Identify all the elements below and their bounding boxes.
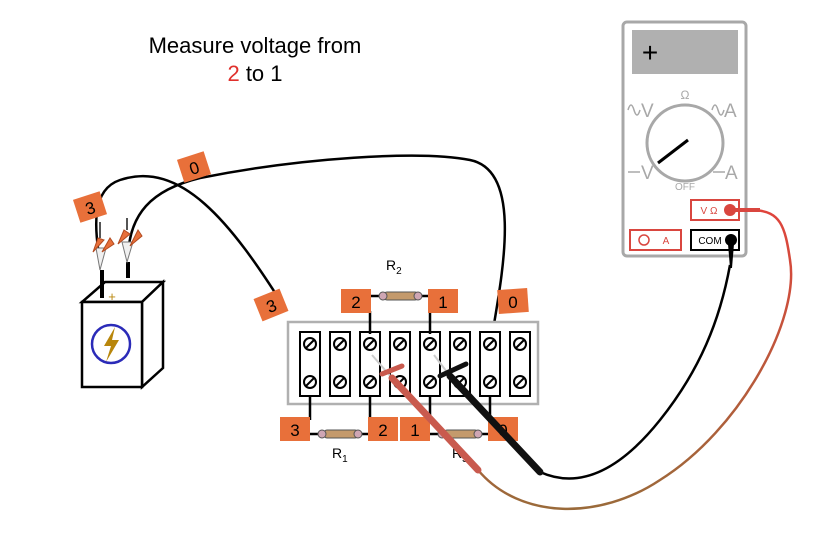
r3-left-tag: 1 — [410, 421, 419, 440]
screw-slot — [425, 377, 435, 387]
ac-wave-icon-amps — [711, 104, 725, 116]
terminal-strip — [286, 320, 540, 406]
screw-slot — [485, 377, 495, 387]
tag-wire-3-clip: 3 — [72, 191, 108, 223]
r2-right-tag: 1 — [438, 293, 447, 312]
svg-text:V Ω: V Ω — [701, 206, 718, 217]
resistor-r1: 3 2 R1 — [280, 396, 398, 465]
red-probe[interactable] — [371, 354, 482, 474]
lightning-icon — [104, 327, 119, 362]
instruction-line-1: Measure voltage from — [148, 33, 362, 58]
black-probe[interactable] — [433, 354, 544, 476]
battery-minus: – — [132, 273, 140, 289]
screw-slot — [485, 339, 495, 349]
svg-text:A: A — [663, 236, 670, 247]
screw-slot — [335, 377, 345, 387]
screw-slot — [425, 339, 435, 349]
black-test-lead — [539, 264, 732, 480]
screw-slot — [365, 377, 375, 387]
screw-slot — [305, 339, 315, 349]
screw-slot — [365, 339, 375, 349]
screw-slot — [515, 377, 525, 387]
r1-left-tag: 3 — [290, 421, 299, 440]
from-node-label: 2 — [227, 61, 240, 86]
jack-amps[interactable] — [629, 229, 682, 251]
selector-pointer — [657, 138, 689, 165]
tag-wire-0-clip: 0 — [176, 151, 212, 183]
wire-0 — [126, 154, 507, 331]
meter-display — [632, 30, 738, 74]
dial-label-off: OFF — [675, 182, 695, 193]
meter-display-value: + — [642, 37, 658, 68]
red-plug — [735, 208, 760, 212]
battery-plus: + — [108, 289, 116, 304]
alligator-clip-negative[interactable] — [117, 218, 143, 264]
red-test-lead — [477, 208, 793, 511]
dial-label-dc-amps: A — [725, 163, 738, 184]
alligator-clip-positive[interactable] — [92, 222, 115, 271]
r1-label: R1 — [332, 445, 348, 465]
dial-label-ac-amps: A — [724, 101, 737, 122]
svg-text:0: 0 — [508, 293, 517, 312]
screw-slot — [515, 339, 525, 349]
r2-label: R2 — [386, 257, 402, 277]
screw-slot — [455, 339, 465, 349]
dial-label-dc-volts: V — [641, 163, 654, 184]
screw-slot — [305, 377, 315, 387]
instruction-line-2: 2 to 1 — [0, 61, 510, 87]
battery: + – — [78, 262, 167, 390]
jack-com[interactable] — [690, 229, 740, 251]
tag-wire-0-strip: 0 — [497, 287, 529, 315]
svg-text:COM: COM — [698, 236, 721, 247]
r2-left-tag: 2 — [351, 293, 360, 312]
screw-slot — [335, 339, 345, 349]
dial-label-ac-volts: V — [641, 101, 654, 122]
r1-right-tag: 2 — [378, 421, 387, 440]
screw-slot — [395, 339, 405, 349]
ac-wave-icon — [627, 104, 641, 116]
dial-label-ohm: Ω — [681, 88, 690, 102]
black-plug — [728, 244, 734, 268]
multimeter: + Ω V A V A OFF V Ω A COM — [621, 20, 760, 268]
to-node-label: 1 — [270, 61, 283, 86]
wire-3 — [94, 174, 288, 311]
tag-wire-3-strip: 3 — [253, 288, 289, 322]
connector-word: to — [245, 61, 265, 86]
resistor-r2: 2 1 R2 — [341, 257, 458, 334]
